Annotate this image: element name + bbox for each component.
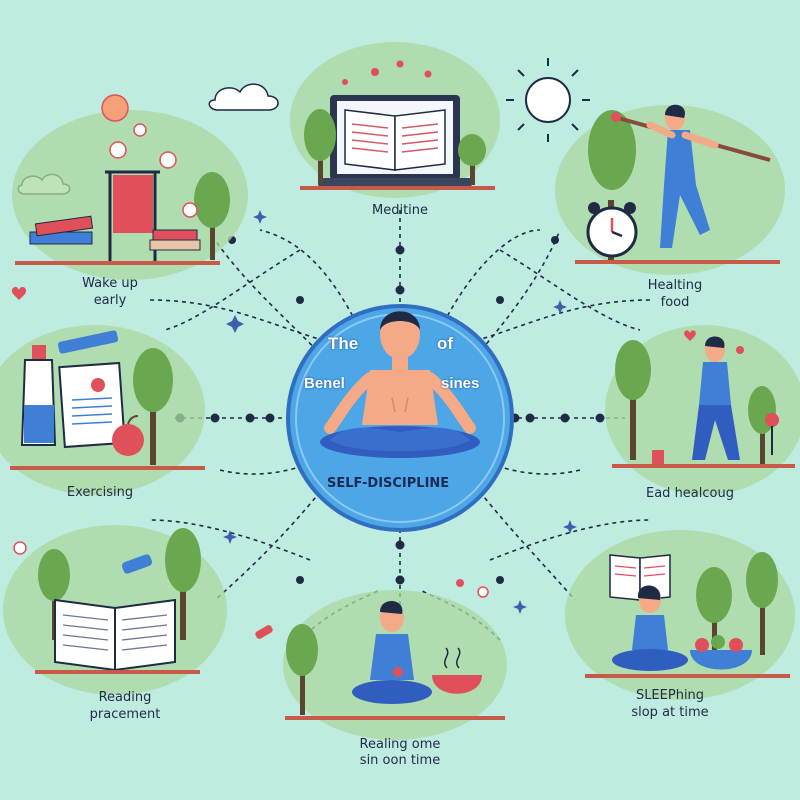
sun-icon <box>506 58 590 142</box>
sitting-person-icon <box>352 600 432 704</box>
meditating-person-icon <box>320 311 480 458</box>
sparkle-decorations <box>223 210 577 614</box>
connector-nodes <box>175 236 605 585</box>
node-bottom-left-scene <box>3 525 227 695</box>
node-top-left-label-line1: Wake up <box>82 276 138 291</box>
node-top-right-label-line1: Healting <box>647 278 703 293</box>
flag-icon <box>105 170 160 262</box>
node-bottom-left-label-line2: pracement <box>89 707 161 722</box>
tree-icon <box>696 552 778 660</box>
bottle-icon <box>20 345 57 446</box>
tree-icon <box>194 172 230 260</box>
node-bottom-right-scene <box>565 530 795 700</box>
book-stack-icon <box>29 215 201 251</box>
node-bottom-right-label-line1: SLEEPhing <box>635 688 705 703</box>
center-title-line1-right: of <box>437 334 454 353</box>
flower-icon <box>736 346 779 455</box>
book-icon <box>54 598 176 672</box>
node-top-left-scene <box>12 94 248 280</box>
node-bottom-label-line2: sin oon time <box>359 753 441 768</box>
node-top-label: Meditine <box>371 203 429 218</box>
node-bottom-scene <box>283 590 507 740</box>
center-subtitle: SELF-DISCIPLINE <box>327 476 450 491</box>
bowl-icon <box>432 647 482 694</box>
heart-icon <box>11 287 696 639</box>
center-title-line1-left: The <box>328 334 359 353</box>
center-title-line2-right: sines <box>441 375 480 392</box>
tree-icon <box>304 109 486 185</box>
node-mid-right-scene <box>605 325 800 495</box>
node-top-right-scene <box>555 104 785 275</box>
walking-person-icon <box>692 336 740 460</box>
sitting-person-icon <box>612 585 688 671</box>
node-top-right-label-line2: food <box>660 295 690 310</box>
center-hub <box>286 304 514 532</box>
document-icon <box>58 361 126 449</box>
node-mid-left-label: Exercising <box>66 485 134 500</box>
fruit-bowl-icon <box>690 635 752 670</box>
node-bottom-right-label-line2: slop at time <box>631 705 709 720</box>
tree-icon <box>286 624 318 715</box>
exercising-person-icon <box>611 104 771 248</box>
tree-icon <box>133 348 173 465</box>
node-top-scene <box>290 42 500 198</box>
center-title-line2-left: Benel <box>304 375 345 392</box>
alarm-clock-icon <box>586 202 638 258</box>
node-mid-left-scene <box>0 325 205 495</box>
node-mid-right-label: Ead healcoug <box>646 486 734 501</box>
node-top-left-label-line2: early <box>93 293 127 308</box>
node-bottom-left-label-line1: Reading <box>98 690 152 705</box>
book-icon <box>344 109 446 171</box>
apple-icon <box>112 415 144 456</box>
node-bottom-label-line1: Realing ome <box>359 737 441 752</box>
flower-icon <box>342 60 432 85</box>
